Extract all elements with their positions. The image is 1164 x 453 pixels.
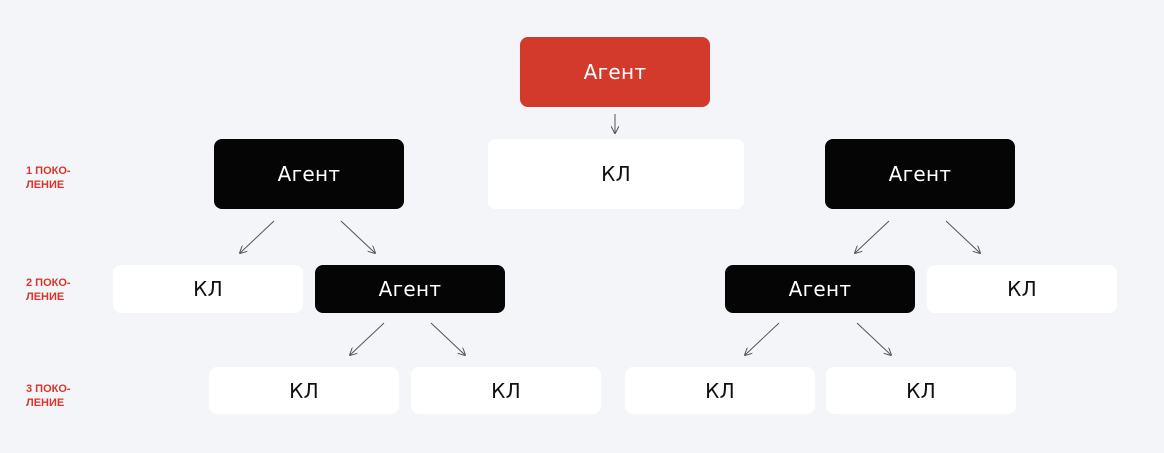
gen3-kl-node-3: КЛ <box>625 367 815 414</box>
gen3-kl-label-1: КЛ <box>289 378 319 403</box>
gen3-kl-node-1: КЛ <box>209 367 399 414</box>
gen3-kl-node-4: КЛ <box>826 367 1016 414</box>
gen2-right-kl-node: КЛ <box>927 265 1117 313</box>
gen2-left-agent-node: Агент <box>315 265 505 313</box>
root-agent-node: Агент <box>520 37 710 107</box>
gen2-left-kl-node: КЛ <box>113 265 303 313</box>
gen3-kl-label-2: КЛ <box>491 378 521 403</box>
arrow-gen1-left-to-agent <box>340 220 375 253</box>
gen1-right-agent-label: Агент <box>888 162 952 186</box>
gen2-left-kl-label: КЛ <box>193 277 223 301</box>
root-agent-label: Агент <box>583 60 647 84</box>
generation-3-label: 3 поко- ление <box>26 383 71 409</box>
gen1-right-agent-node: Агент <box>825 139 1015 209</box>
arrow-gen1-left-to-kl <box>240 220 275 253</box>
generation-2-label: 2 поко- ление <box>26 277 71 303</box>
gen2-right-agent-node: Агент <box>725 265 915 313</box>
gen2-right-agent-label: Агент <box>788 277 852 301</box>
gen3-kl-label-3: КЛ <box>705 378 735 403</box>
generation-1-label: 1 поко- ление <box>26 165 71 191</box>
arrow-gen1-right-to-kl <box>945 220 980 253</box>
gen3-kl-node-2: КЛ <box>411 367 601 414</box>
gen1-left-agent-node: Агент <box>214 139 404 209</box>
root-kl-label: КЛ <box>601 162 631 186</box>
arrow-gen2-right-to-kl-4 <box>856 322 891 355</box>
arrow-gen2-right-to-kl-3 <box>745 322 780 355</box>
arrow-gen2-left-to-kl-1 <box>350 322 385 355</box>
gen3-kl-label-4: КЛ <box>906 378 936 403</box>
gen2-right-kl-label: КЛ <box>1007 277 1037 301</box>
arrow-gen2-left-to-kl-2 <box>430 322 465 355</box>
gen1-left-agent-label: Агент <box>277 162 341 186</box>
gen2-left-agent-label: Агент <box>378 277 442 301</box>
root-kl-node: КЛ <box>488 139 744 209</box>
arrow-gen1-right-to-agent <box>855 220 890 253</box>
